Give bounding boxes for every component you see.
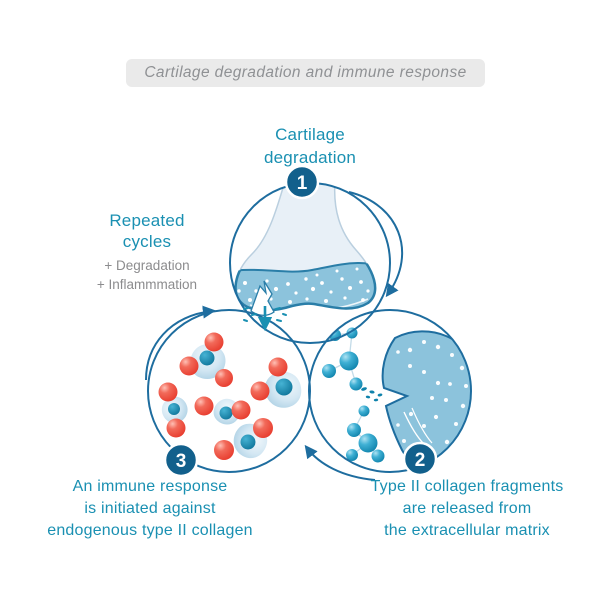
cartilage-speckles xyxy=(237,267,370,304)
caption-line: is initiated against xyxy=(84,500,216,517)
fragment-spheres xyxy=(322,327,385,463)
step-badge-1: 1 xyxy=(284,164,320,200)
immune-cells xyxy=(157,340,305,464)
caption-line: Type II collagen fragments xyxy=(370,478,564,495)
step-number-2: 2 xyxy=(415,450,426,471)
repeated-cycles-note: Repeated cycles + Degradation + Inflammm… xyxy=(67,210,227,294)
step-badge-2: 2 xyxy=(402,441,438,477)
caption-line: Cartilage xyxy=(275,125,345,144)
title-text: Cartilage degradation and immune respons… xyxy=(144,64,467,81)
cycle-arrow-2-to-3 xyxy=(304,444,376,481)
bullet-line: + Inflammmation xyxy=(96,277,198,292)
cycle-arrow-1-to-2 xyxy=(348,191,404,298)
step1-caption: Cartilage degradation xyxy=(230,123,390,169)
step-badge-3: 3 xyxy=(163,442,199,478)
caption-line: degradation xyxy=(264,148,356,167)
caption-line: are released from xyxy=(402,500,532,517)
heading-line: cycles xyxy=(122,232,172,251)
title-banner: Cartilage degradation and immune respons… xyxy=(126,59,485,87)
caption-line: An immune response xyxy=(72,478,228,495)
step2-caption: Type II collagen fragments are released … xyxy=(347,476,587,542)
matrix-crack-line xyxy=(411,407,433,444)
bullet-line: + Degradation xyxy=(104,258,190,273)
step3-caption: An immune response is initiated against … xyxy=(30,476,270,542)
step-number-1: 1 xyxy=(297,173,308,194)
circle-outline-3 xyxy=(147,309,311,473)
caption-line: endogenous type II collagen xyxy=(47,522,253,539)
repeated-cycles-heading: Repeated cycles xyxy=(67,210,227,252)
immune-response-icon xyxy=(157,332,305,464)
fragment-grains xyxy=(361,387,383,402)
antibody-spheres xyxy=(158,332,288,460)
repeated-cycles-bullets: + Degradation + Inflammmation xyxy=(67,256,227,294)
step-number-3: 3 xyxy=(176,451,187,472)
degradation-particles xyxy=(243,307,287,322)
caption-line: the extracellular matrix xyxy=(384,522,550,539)
cycle-arrow-3-to-1 xyxy=(145,305,216,381)
heading-line: Repeated xyxy=(109,211,185,230)
